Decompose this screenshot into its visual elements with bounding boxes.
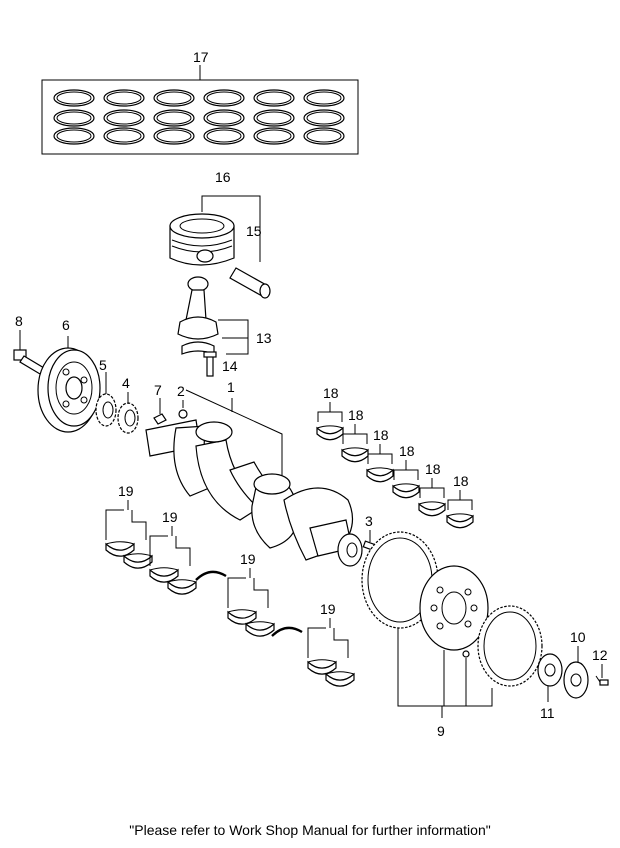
piston-ring-set [103, 89, 145, 145]
bearing-shell [316, 425, 344, 441]
callout-3: 3 [365, 513, 373, 529]
piston-ring-set [53, 89, 95, 145]
connecting-rod [177, 276, 219, 355]
callout-8: 8 [15, 313, 23, 329]
drive-plate [419, 565, 489, 658]
callout-2: 2 [177, 383, 185, 399]
callout-1: 1 [227, 379, 235, 395]
bearing-shell [446, 513, 474, 529]
bearing-shell [149, 567, 179, 583]
crankshaft [145, 419, 354, 561]
bearing-shell [341, 447, 369, 463]
piston [169, 213, 235, 266]
piston-ring-set [253, 89, 295, 145]
crankshaft-gear [117, 402, 139, 434]
callout-18: 18 [453, 473, 469, 489]
thrust-bearing-shells: 19 19 19 19 [105, 483, 355, 687]
callout-18: 18 [399, 443, 415, 459]
crank-flange [337, 533, 363, 567]
connecting-rod-bolt [203, 351, 217, 377]
bearing-shell [123, 553, 153, 569]
bearing-shell [418, 501, 446, 517]
plate-bolt [595, 675, 609, 686]
spacer-plate [563, 661, 589, 699]
callout-18: 18 [373, 427, 389, 443]
timing-sprocket [95, 393, 117, 427]
piston-ring-set [303, 89, 345, 145]
callout-18: 18 [323, 385, 339, 401]
callout-14: 14 [222, 358, 238, 374]
piston-pin [229, 267, 271, 299]
piston-ring-set [203, 89, 245, 145]
callout-7: 7 [154, 382, 162, 398]
callout-19: 19 [162, 509, 178, 525]
callout-4: 4 [122, 375, 130, 391]
bearing-shell [366, 467, 394, 483]
callout-11: 11 [540, 705, 555, 721]
adapter-plate [537, 653, 563, 687]
callout-17: 17 [193, 49, 209, 65]
callout-19: 19 [320, 601, 336, 617]
woodruff-key [153, 413, 167, 425]
pin [178, 409, 188, 419]
bearing-shell [227, 609, 257, 625]
bearing-shell [325, 671, 355, 687]
callout-18: 18 [425, 461, 441, 477]
bearing-shell [307, 659, 337, 675]
bearing-shell [245, 621, 275, 637]
callout-19: 19 [240, 551, 256, 567]
main-bearing-shells: 18 18 18 18 18 18 [316, 385, 474, 529]
callout-9: 9 [437, 723, 445, 739]
bearing-shell [392, 483, 420, 499]
callout-16: 16 [215, 169, 231, 185]
callout-10: 10 [570, 629, 586, 645]
thrust-washer [195, 570, 303, 637]
flex-plate [477, 605, 543, 687]
bearing-shell [105, 541, 135, 557]
pulley-bolt [13, 349, 45, 375]
callout-15: 15 [246, 223, 262, 239]
crankshaft-pulley [37, 347, 101, 433]
bearing-shell [167, 579, 197, 595]
callout-5: 5 [99, 357, 107, 373]
callout-18: 18 [348, 407, 364, 423]
callout-19: 19 [118, 483, 134, 499]
piston-ring-set [153, 89, 195, 145]
callout-6: 6 [62, 317, 70, 333]
footer-note: "Please refer to Work Shop Manual for fu… [129, 822, 491, 838]
piston-ring-set-box [41, 65, 359, 155]
callout-13: 13 [256, 330, 272, 346]
callout-12: 12 [592, 647, 608, 663]
